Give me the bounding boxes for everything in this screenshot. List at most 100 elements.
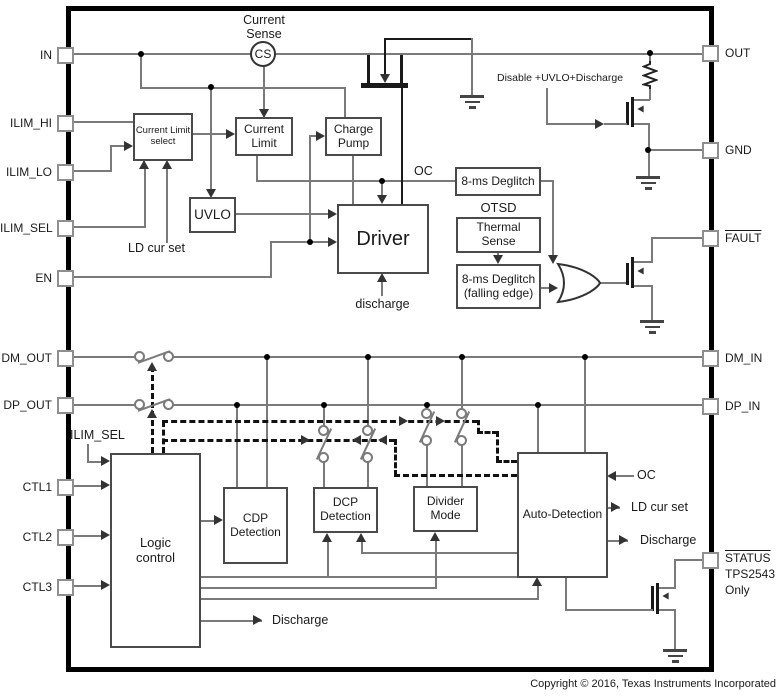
copyright-text: Copyright © 2016, Texas Instruments Inco…	[530, 678, 776, 690]
arrowhead	[147, 409, 157, 418]
pin-ilim-hi	[57, 115, 74, 132]
dashed-control-line	[162, 421, 165, 453]
arrowhead	[328, 209, 337, 219]
wire	[674, 609, 676, 649]
wire	[327, 540, 329, 578]
pin-label-dm-out: DM_OUT	[1, 351, 52, 365]
discharge-fet-channel-bar	[631, 97, 634, 127]
pin-label-dp-in: DP_IN	[725, 399, 761, 413]
wire	[461, 356, 463, 413]
wire	[140, 87, 346, 89]
wire	[200, 520, 216, 522]
wire	[74, 485, 103, 487]
block-current-limit-select: Current Limit select	[133, 113, 193, 161]
wire	[270, 241, 330, 243]
wire	[604, 123, 627, 125]
arrowhead	[436, 416, 445, 426]
pin-label-dp-out: DP_OUT	[3, 398, 52, 412]
wire	[537, 404, 539, 452]
block-dcp-detection: DCP Detection	[313, 487, 378, 533]
block-uvlo: UVLO	[189, 197, 236, 233]
arrowhead	[214, 515, 223, 525]
wire	[634, 285, 652, 287]
wire	[384, 38, 473, 40]
block-cdp-detection: CDP Detection	[223, 487, 288, 564]
switch-contact	[456, 408, 467, 419]
resistor-symbol	[642, 61, 658, 89]
wire	[323, 404, 325, 430]
pin-dp-in	[702, 398, 719, 415]
wire	[540, 180, 554, 182]
ground-symbol	[640, 320, 664, 337]
wire	[74, 535, 103, 537]
wire	[540, 287, 552, 289]
current-sense-label: Current Sense	[243, 13, 285, 42]
arrowhead	[124, 141, 133, 151]
pin-label-in: IN	[40, 48, 52, 62]
block-driver: Driver	[337, 204, 429, 274]
pin-label-ctl3: CTL3	[22, 580, 52, 594]
dashed-control-line	[394, 474, 517, 477]
arrowhead	[206, 189, 216, 198]
wire	[552, 180, 554, 260]
block-charge-pump: Charge Pump	[325, 117, 382, 156]
arrowhead	[226, 129, 235, 139]
auto-oc-label: OC	[637, 468, 656, 482]
switch-contact	[421, 435, 432, 446]
wire	[435, 539, 437, 589]
auto-ld-cur-set-label: LD cur set	[631, 500, 688, 514]
arrowhead	[352, 435, 361, 445]
status-note-line2: Only	[725, 583, 750, 597]
junction-dot	[264, 354, 270, 360]
wire	[74, 170, 112, 172]
wire	[649, 88, 651, 100]
status-fet-channel-bar	[656, 583, 659, 614]
pin-ctl1	[57, 479, 74, 496]
switch-contact	[318, 452, 329, 463]
pin-dm-in	[702, 350, 719, 367]
pass-fet-source-stub	[367, 55, 370, 84]
logic-discharge-label: Discharge	[272, 613, 329, 627]
pin-gnd	[702, 142, 719, 159]
arrowhead	[147, 362, 157, 371]
dashed-control-line	[394, 439, 397, 476]
junction-dot	[459, 354, 465, 360]
wire	[471, 38, 473, 95]
pass-fet-channel-bar	[361, 83, 408, 88]
wire	[384, 40, 386, 74]
arrowhead	[259, 109, 269, 118]
pin-in	[57, 47, 74, 64]
pin-dm-out	[57, 350, 74, 367]
wire	[200, 576, 517, 578]
wire	[367, 461, 369, 488]
pin-ilim-lo	[57, 164, 74, 181]
junction-dot	[424, 402, 430, 408]
block-divider-mode: Divider Mode	[413, 486, 478, 532]
wire	[381, 281, 383, 296]
junction-dot	[645, 147, 651, 153]
wire	[616, 475, 634, 477]
dashed-control-line	[477, 420, 480, 433]
wire	[633, 123, 650, 125]
wire	[309, 136, 311, 243]
pass-fet-drain-stub	[400, 55, 403, 84]
ground-symbol	[636, 176, 660, 193]
arrowhead	[139, 160, 149, 169]
pin-fault	[702, 230, 719, 247]
wire	[110, 145, 126, 147]
arrowhead	[380, 74, 390, 83]
arrowhead	[322, 533, 332, 542]
dashed-control-line	[496, 431, 499, 462]
current-sense-circle: CS	[250, 41, 276, 67]
wire	[361, 540, 363, 554]
wire	[87, 461, 103, 463]
pin-label-en: EN	[35, 271, 52, 285]
pin-status	[702, 552, 719, 569]
wire	[537, 584, 539, 600]
arrowhead	[378, 435, 387, 445]
pin-label-ctl2: CTL2	[22, 530, 52, 544]
switch-contact	[456, 435, 467, 446]
or-gate	[556, 262, 602, 304]
wire	[74, 53, 703, 55]
pin-label-gnd: GND	[725, 143, 752, 157]
